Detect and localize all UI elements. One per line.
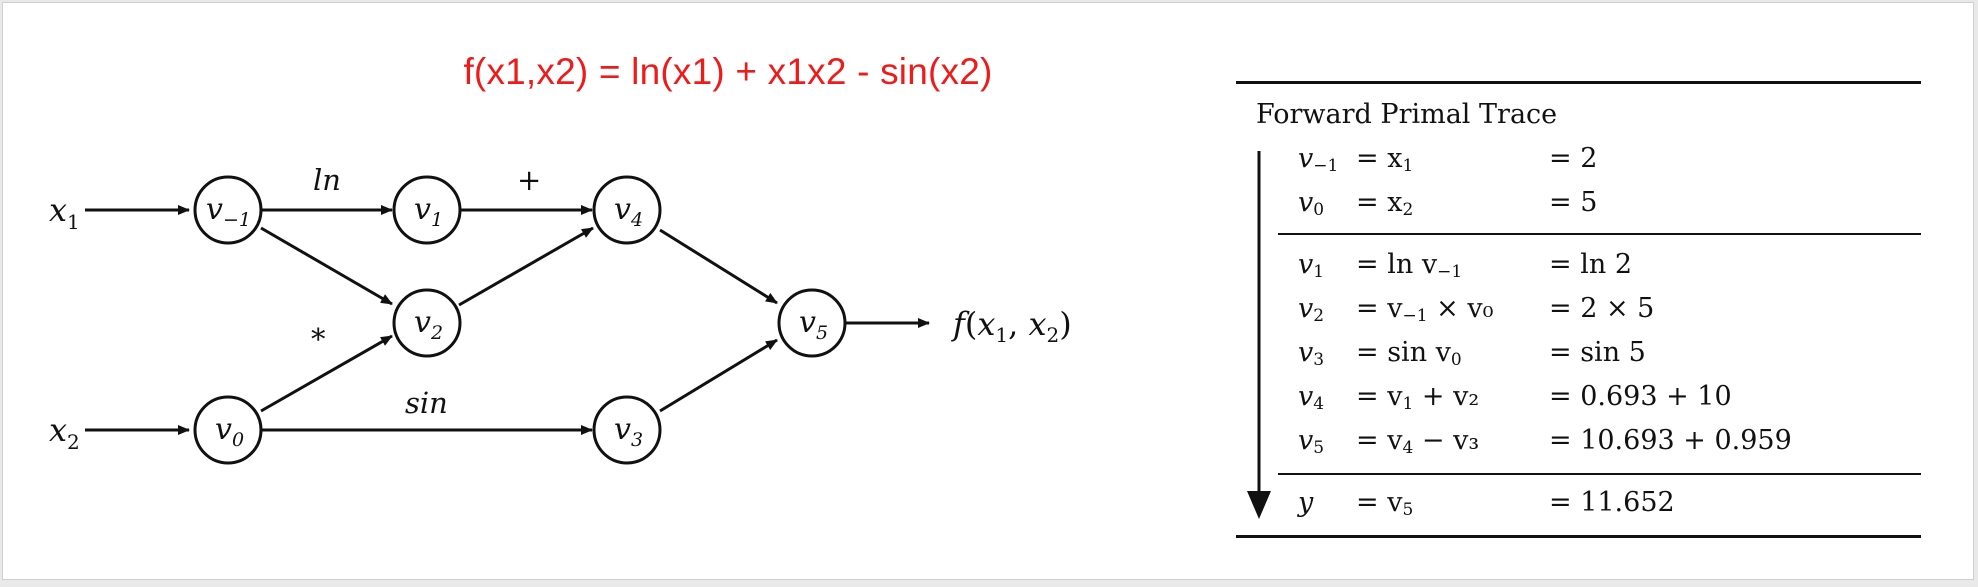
edge-vm1-v2 bbox=[260, 226, 393, 306]
edge-label-ln: ln bbox=[313, 163, 341, 197]
edge-v3-v5 bbox=[659, 338, 778, 413]
node-v2: v2 bbox=[392, 288, 462, 358]
computational-graph: x1 x2 v−1 v0 v1 v2 v3 v4 bbox=[49, 163, 1072, 465]
node-v4: v4 bbox=[592, 175, 662, 245]
table-top-rule bbox=[1236, 81, 1921, 84]
node-v0: v0 bbox=[193, 395, 263, 465]
node-v3: v3 bbox=[592, 395, 662, 465]
node-v5: v5 bbox=[777, 288, 847, 358]
table-mid-rule-1 bbox=[1278, 233, 1921, 235]
svg-text:v−1: v−1 bbox=[206, 192, 251, 231]
graph-edges bbox=[85, 205, 930, 435]
function-formula: f(x1,x2) = ln(x1) + x1x2 - sin(x2) bbox=[463, 51, 993, 92]
table-bottom-rule bbox=[1236, 535, 1921, 538]
down-arrow-icon bbox=[1247, 151, 1271, 519]
node-v1: v1 bbox=[392, 175, 462, 245]
edge-v0-v2 bbox=[260, 334, 393, 413]
forward-primal-trace-table: Forward Primal Trace v−1 = x1 = 2 v0 = x… bbox=[1236, 81, 1921, 539]
edge-v4-v5 bbox=[659, 228, 778, 305]
svg-text:v0: v0 bbox=[215, 412, 244, 451]
edge-label-sin: sin bbox=[405, 386, 448, 420]
edge-label-times: * bbox=[311, 322, 326, 356]
input-x1-label: x1 bbox=[49, 191, 80, 234]
node-v-minus-1: v−1 bbox=[193, 175, 263, 245]
edge-label-plus: + bbox=[517, 163, 541, 197]
input-x2-label: x2 bbox=[49, 411, 80, 454]
svg-text:v5: v5 bbox=[799, 305, 828, 344]
trace-title: Forward Primal Trace bbox=[1256, 99, 1558, 130]
svg-text:v1: v1 bbox=[414, 192, 443, 231]
svg-text:v3: v3 bbox=[614, 412, 643, 451]
svg-text:v4: v4 bbox=[614, 192, 643, 231]
table-mid-rule-2 bbox=[1278, 473, 1921, 475]
svg-text:v2: v2 bbox=[414, 305, 443, 344]
edge-v2-v4 bbox=[458, 226, 594, 307]
output-label: f(x1, x2) bbox=[951, 305, 1072, 347]
